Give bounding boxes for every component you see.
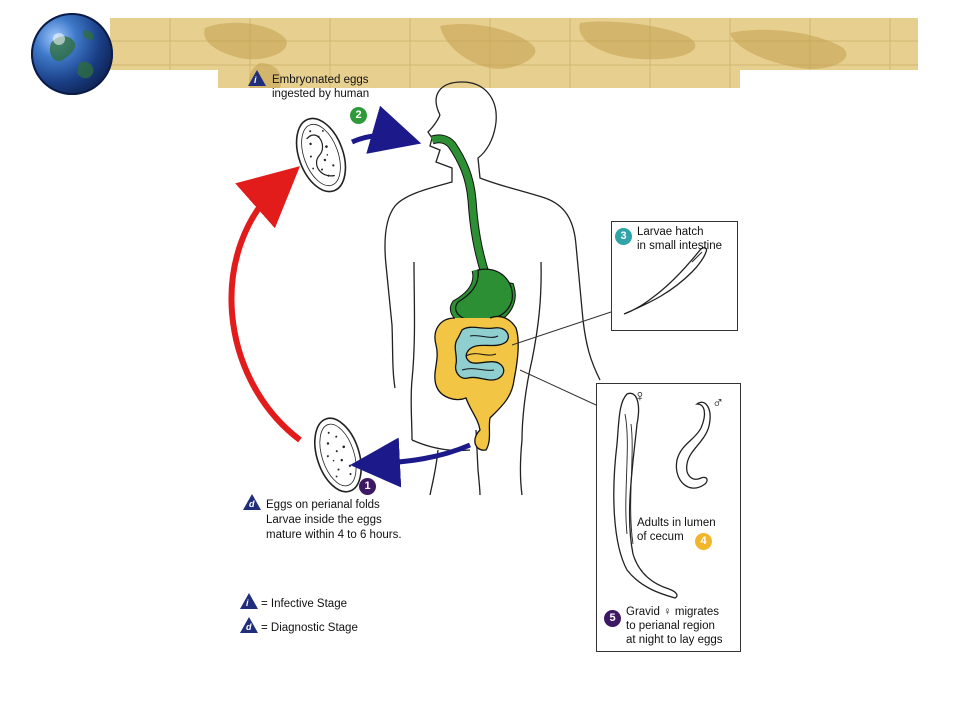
badge-3: 3 (615, 228, 632, 245)
adults-label: Adults in lumen of cecum (637, 517, 716, 543)
diagnostic-stage-icon: d (243, 494, 261, 510)
leader-small-intestine (511, 311, 612, 346)
badge-1: 1 (359, 478, 376, 495)
gravid-label: Gravid ♀ migrates to perianal region at … (626, 606, 723, 646)
legend-infective-icon: i (240, 593, 258, 609)
legend-infective-label: = Infective Stage (261, 598, 347, 610)
legend-diagnostic-label: = Diagnostic Stage (261, 622, 358, 634)
badge-5: 5 (604, 610, 621, 627)
perianal-label: Eggs on perianal folds Larvae inside the… (266, 499, 402, 541)
adult-worms-illustration (613, 392, 711, 599)
badge-2: 2 (350, 107, 367, 124)
male-symbol: ♂ (712, 395, 724, 412)
badge-4: 4 (695, 533, 712, 550)
ingestion-arrow (350, 105, 422, 154)
globe-logo (31, 13, 113, 95)
legend-diagnostic-icon: d (240, 617, 258, 633)
larvae-panel (611, 221, 738, 331)
larva-illustration (623, 247, 708, 315)
leader-cecum (519, 369, 597, 406)
banner-notch-right (740, 70, 918, 90)
larvae-hatch-label: Larvae hatch in small intestine (637, 226, 723, 252)
excretion-arrow (350, 437, 471, 488)
female-symbol-top: ♀ (634, 388, 646, 405)
human-body-outline (384, 81, 601, 496)
globe-landmass (49, 30, 94, 79)
cycle-arrow (228, 166, 302, 443)
infective-stage-icon: i (248, 70, 266, 86)
embryonated-egg (295, 117, 347, 193)
ingested-label: Embryonated eggs ingested by human (272, 74, 370, 100)
banner-notch-left (110, 70, 218, 90)
adults-panel (596, 383, 741, 652)
digestive-tract (430, 134, 519, 451)
